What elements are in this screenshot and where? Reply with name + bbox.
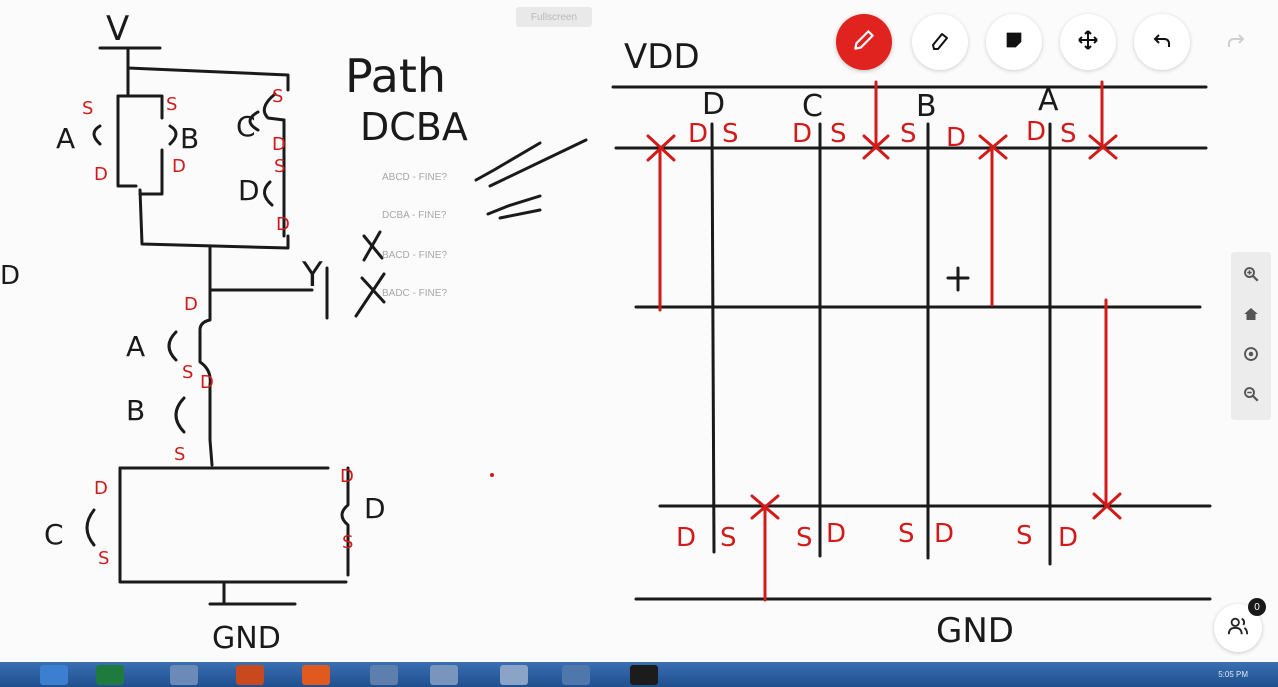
taskbar-app-icon[interactable] bbox=[40, 665, 68, 685]
taskbar-app-icon[interactable] bbox=[370, 665, 398, 685]
pullup-d-drain: D bbox=[276, 214, 290, 235]
question-abcd: ABCD - FINE? bbox=[382, 172, 447, 183]
target-icon bbox=[1242, 345, 1260, 368]
top-diff-label: S bbox=[722, 119, 739, 149]
pulldown-c-source: S bbox=[98, 548, 109, 569]
bottom-diff-label: S bbox=[720, 523, 737, 553]
top-diff-label: D bbox=[792, 119, 812, 149]
fullscreen-button[interactable]: Fullscreen bbox=[516, 7, 592, 27]
question-dcba: DCBA - FINE? bbox=[382, 210, 447, 221]
taskbar-app-icon[interactable] bbox=[170, 665, 198, 685]
path-order: DCBA bbox=[360, 105, 468, 149]
top-diff-label: S bbox=[900, 119, 917, 149]
taskbar-excel-icon[interactable] bbox=[96, 665, 124, 685]
pullup-gate-c: C bbox=[236, 110, 256, 143]
gate-label-d: D bbox=[702, 87, 725, 122]
taskbar-powerpoint-icon[interactable] bbox=[236, 665, 264, 685]
pullup-a-source: S bbox=[82, 98, 93, 119]
zoom-in-button[interactable] bbox=[1235, 260, 1267, 292]
gate-label-a: A bbox=[1038, 83, 1059, 118]
redo-icon bbox=[1224, 28, 1248, 57]
zoom-in-icon bbox=[1242, 265, 1260, 288]
bottom-diff-label: S bbox=[796, 523, 813, 553]
home-icon bbox=[1242, 305, 1260, 328]
bottom-diff-label: D bbox=[826, 519, 846, 549]
participants-icon bbox=[1227, 615, 1249, 642]
pulldown-gate-d: D bbox=[364, 492, 386, 525]
eraser-icon bbox=[928, 28, 952, 57]
bottom-diff-label: S bbox=[898, 519, 915, 549]
undo-icon bbox=[1150, 28, 1174, 57]
question-bacd: BACD - FINE? bbox=[382, 250, 447, 261]
undo-button[interactable] bbox=[1134, 14, 1190, 70]
pulldown-a-drain: D bbox=[184, 294, 198, 315]
pulldown-a-source: S bbox=[182, 362, 193, 383]
taskbar-app-icon[interactable] bbox=[500, 665, 528, 685]
participants-button[interactable]: 0 bbox=[1214, 598, 1266, 652]
os-taskbar: 5:05 PM bbox=[0, 662, 1278, 687]
zoom-controls bbox=[1231, 252, 1271, 420]
pullup-b-source: S bbox=[166, 94, 177, 115]
home-button[interactable] bbox=[1235, 300, 1267, 332]
pullup-b-drain: D bbox=[172, 156, 186, 177]
bottom-diff-label: D bbox=[934, 519, 954, 549]
bottom-diff-label: S bbox=[1016, 521, 1033, 551]
top-diff-label: S bbox=[1060, 119, 1077, 149]
pullup-d-source: S bbox=[274, 156, 285, 177]
pulldown-gate-a: A bbox=[126, 330, 145, 363]
edge-fragment-label: D bbox=[0, 261, 20, 291]
right-gnd-label: GND bbox=[936, 611, 1014, 651]
ink-dot bbox=[490, 473, 494, 477]
drawing-toolbar bbox=[836, 14, 1276, 70]
move-icon bbox=[1076, 28, 1100, 57]
pulldown-b-source: S bbox=[174, 444, 185, 465]
redo-button[interactable] bbox=[1208, 14, 1264, 70]
path-title: Path bbox=[345, 49, 446, 103]
pulldown-b-drain: D bbox=[200, 372, 214, 393]
zoom-out-icon bbox=[1242, 385, 1260, 408]
supply-label: V bbox=[106, 9, 129, 49]
top-diff-label: D bbox=[1026, 117, 1046, 147]
system-clock: 5:05 PM bbox=[1218, 670, 1248, 679]
top-diff-label: S bbox=[830, 119, 847, 149]
fullscreen-label: Fullscreen bbox=[530, 11, 578, 23]
pulldown-d-source: S bbox=[342, 532, 353, 553]
left-ground-label: GND bbox=[212, 621, 281, 656]
top-diff-label: D bbox=[688, 119, 708, 149]
pulldown-c-drain: D bbox=[94, 478, 108, 499]
pullup-c-drain: D bbox=[272, 134, 286, 155]
pulldown-gate-c: C bbox=[44, 518, 64, 551]
bottom-diff-label: D bbox=[676, 523, 696, 553]
pullup-gate-d: D bbox=[238, 174, 260, 207]
sticky-note-tool-button[interactable] bbox=[986, 14, 1042, 70]
output-label: Y bbox=[301, 255, 323, 295]
pullup-a-drain: D bbox=[94, 164, 108, 185]
taskbar-app-icon[interactable] bbox=[630, 665, 658, 685]
eraser-tool-button[interactable] bbox=[912, 14, 968, 70]
participants-count-badge: 0 bbox=[1248, 598, 1266, 616]
taskbar-app-icon[interactable] bbox=[302, 665, 330, 685]
top-diff-label: D bbox=[946, 123, 966, 153]
move-tool-button[interactable] bbox=[1060, 14, 1116, 70]
question-badc: BADC - FINE? bbox=[382, 288, 447, 299]
sticky-note-icon bbox=[1003, 29, 1025, 56]
bottom-diff-label: D bbox=[1058, 523, 1078, 553]
pullup-gate-b: B bbox=[180, 122, 199, 155]
taskbar-app-icon[interactable] bbox=[562, 665, 590, 685]
pen-tool-button[interactable] bbox=[836, 14, 892, 70]
taskbar-app-icon[interactable] bbox=[430, 665, 458, 685]
pullup-gate-a: A bbox=[56, 122, 75, 155]
pulldown-gate-b: B bbox=[126, 394, 145, 427]
gate-label-c: C bbox=[802, 89, 823, 124]
gate-label-b: B bbox=[916, 89, 937, 124]
pulldown-d-drain: D bbox=[340, 466, 354, 487]
recenter-button[interactable] bbox=[1235, 340, 1267, 372]
pullup-c-source: S bbox=[272, 86, 283, 107]
pencil-icon bbox=[851, 27, 877, 58]
zoom-out-button[interactable] bbox=[1235, 380, 1267, 412]
vdd-label: VDD bbox=[624, 37, 700, 77]
